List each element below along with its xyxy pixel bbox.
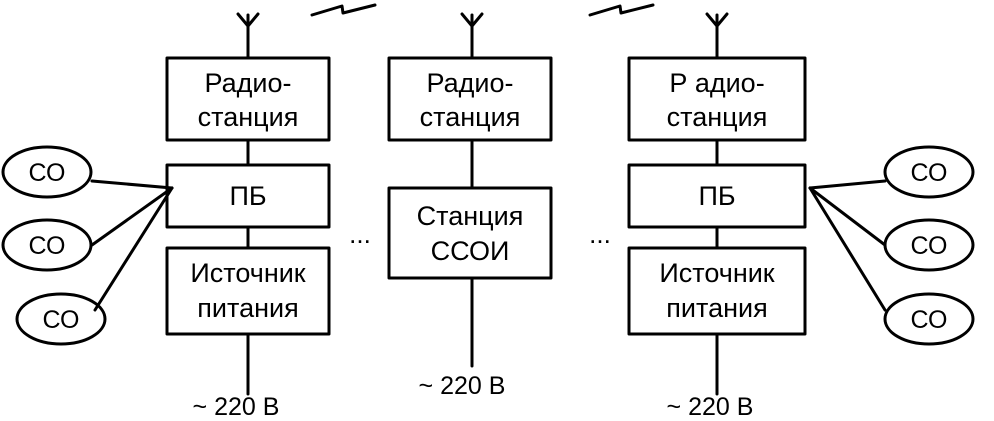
co-link-line (808, 186, 887, 312)
radio-link-icon (588, 3, 655, 17)
ellipsis-left: ... (349, 219, 371, 249)
co-node (883, 145, 975, 199)
ellipsis-right: ... (589, 219, 611, 249)
antenna-icon (460, 12, 484, 60)
left-radio-label-line2: станция (198, 102, 299, 132)
co-node (1, 145, 93, 199)
center-radio-box (387, 56, 553, 142)
right-radio-label-line1: Р адио- (669, 68, 764, 98)
center-station-box (387, 186, 553, 280)
co-label: СО (29, 159, 66, 187)
antenna-icon (705, 12, 729, 60)
co-link-line (90, 179, 174, 190)
left-radio-label-line1: Радио- (205, 68, 292, 98)
co-label: СО (911, 159, 948, 187)
co-label: СО (911, 232, 948, 260)
co-label: СО (29, 232, 66, 260)
radio-link-icon (310, 3, 377, 17)
center-radio-label-line2: станция (420, 102, 521, 132)
co-node (883, 292, 975, 346)
center-voltage-label: ~ 220 В (419, 372, 506, 400)
center-station-label-line1: Станция (417, 201, 524, 231)
right-power-label-line2: питания (666, 293, 767, 323)
co-link-line (808, 186, 887, 247)
co-node (15, 292, 107, 346)
co-link-line (93, 186, 174, 312)
co-link-line (90, 186, 174, 247)
co-link-line (808, 179, 887, 190)
center-station-label-line2: ССОИ (431, 236, 510, 266)
left-pb-label: ПБ (229, 181, 266, 211)
right-power-label-line1: Источник (659, 258, 774, 288)
co-label: СО (911, 306, 948, 334)
left-voltage-label: ~ 220 В (193, 393, 280, 421)
antenna-icon (236, 12, 260, 60)
co-label: СО (43, 306, 80, 334)
left-power-label-line1: Источник (190, 258, 305, 288)
left-power-label-line2: питания (197, 293, 298, 323)
right-pb-label: ПБ (698, 181, 735, 211)
right-radio-label-line2: станция (667, 102, 768, 132)
co-node (883, 218, 975, 272)
center-radio-label-line1: Радио- (427, 68, 514, 98)
co-node (1, 218, 93, 272)
right-voltage-label: ~ 220 В (667, 393, 754, 421)
